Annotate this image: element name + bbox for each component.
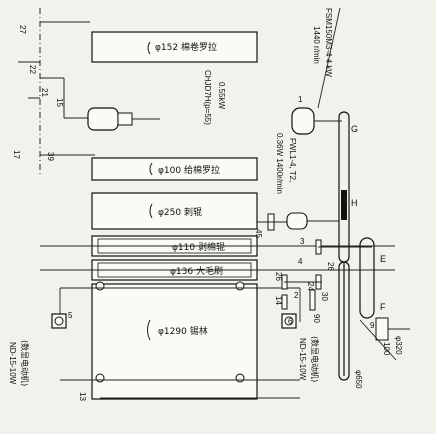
- digital-motor-right: [281, 313, 297, 329]
- stripping-motor: [286, 212, 308, 230]
- roller-152: [91, 31, 258, 63]
- main-motor-model: FSM150M3-4 4 kW: [324, 8, 333, 77]
- rotation-mark: [149, 203, 153, 219]
- bearing: [95, 373, 105, 383]
- pulley-320-label: φ320: [394, 336, 403, 355]
- gear-27-label: 27: [18, 25, 27, 34]
- right-digital-motor-label: ND-15-10W: [298, 338, 307, 381]
- gear-22-label: 22: [28, 65, 37, 74]
- roller-250-label: φ250 刺辊: [158, 206, 202, 218]
- doffer-pulley-650: [359, 237, 375, 319]
- digital-motor-left: [51, 313, 67, 329]
- roller-250: [91, 192, 258, 230]
- right-digital-motor-note: (数显电动机): [310, 336, 320, 382]
- digital-motor-right-rotor: [284, 316, 294, 326]
- left-digital-motor-note: (数显电动机): [20, 340, 30, 386]
- gear-45-label: 45: [254, 229, 263, 238]
- ref-1-label: 1: [298, 95, 303, 104]
- gear-14: [281, 294, 288, 310]
- gear-30-label: 30: [320, 292, 329, 301]
- bearing: [235, 281, 245, 291]
- pulley-320: [375, 317, 389, 341]
- feed-motor: [87, 107, 119, 131]
- pulley-h: [341, 190, 347, 220]
- feed-motor-gearbox: [117, 112, 133, 126]
- ref-G-label: G: [351, 124, 358, 134]
- gear-17-label: 17: [12, 150, 21, 159]
- gear-90: [309, 289, 316, 311]
- leader-line: [317, 7, 341, 109]
- main-motor-speed: 1440 r/min: [312, 26, 321, 64]
- gear-21-label: 21: [40, 88, 49, 97]
- roller-100: [91, 157, 258, 181]
- ref-3-label: 3: [300, 237, 305, 246]
- roller-136-label: φ136 大毛刷: [170, 265, 223, 277]
- gear-15-label: 15: [55, 98, 64, 107]
- rotation-mark: [149, 162, 153, 176]
- gear-24-label: 24: [306, 282, 315, 291]
- ref-2-label: 2: [294, 291, 299, 300]
- ref-9-label: 9: [370, 321, 375, 330]
- ref-6-label: 6: [288, 317, 293, 326]
- left-digital-motor-label: ND-15-10W: [8, 342, 17, 385]
- stripping-motor-model: FWL1-4, T2,: [288, 138, 297, 182]
- pulley-650-label: φ650: [354, 370, 363, 389]
- ref-5-label: 5: [68, 311, 73, 320]
- rotation-mark: [147, 319, 151, 341]
- gear-90-label: 90: [312, 314, 321, 323]
- feed-motor-model: CHJD7H(p=55): [203, 70, 212, 125]
- stripping-motor-spec: 0.36W 1400r/min: [275, 133, 284, 194]
- roller-100-label: φ100 给棉罗拉: [158, 164, 220, 176]
- cylinder-1290-label: φ1290 锡林: [158, 325, 208, 337]
- ref-4-label: 4: [298, 257, 303, 266]
- leader-line: [359, 319, 397, 361]
- bearing: [95, 281, 105, 291]
- cylinder-1290: [91, 283, 258, 400]
- ref-F-label: F: [380, 302, 386, 312]
- bearing: [235, 373, 245, 383]
- gear-13-label: 13: [78, 392, 87, 401]
- main-motor: [291, 107, 315, 135]
- ref-H-label: H: [351, 198, 358, 208]
- gear-26b-label: 26: [274, 272, 283, 281]
- rotation-mark: [147, 41, 151, 55]
- roller-110-label: φ110 剥棉辊: [172, 241, 225, 253]
- gear-39-label: 39: [46, 152, 55, 161]
- roller-152-label: φ152 棉卷罗拉: [155, 41, 217, 53]
- gear-26a-label: 26: [326, 262, 335, 271]
- gear-14-label: 14: [274, 296, 283, 305]
- belt-drive-lower: [338, 261, 350, 381]
- feed-motor-power: 0.55kW: [217, 82, 226, 110]
- ref-100-label: 100: [382, 342, 391, 356]
- digital-motor-left-rotor: [54, 316, 64, 326]
- ref-E-label: E: [380, 254, 386, 264]
